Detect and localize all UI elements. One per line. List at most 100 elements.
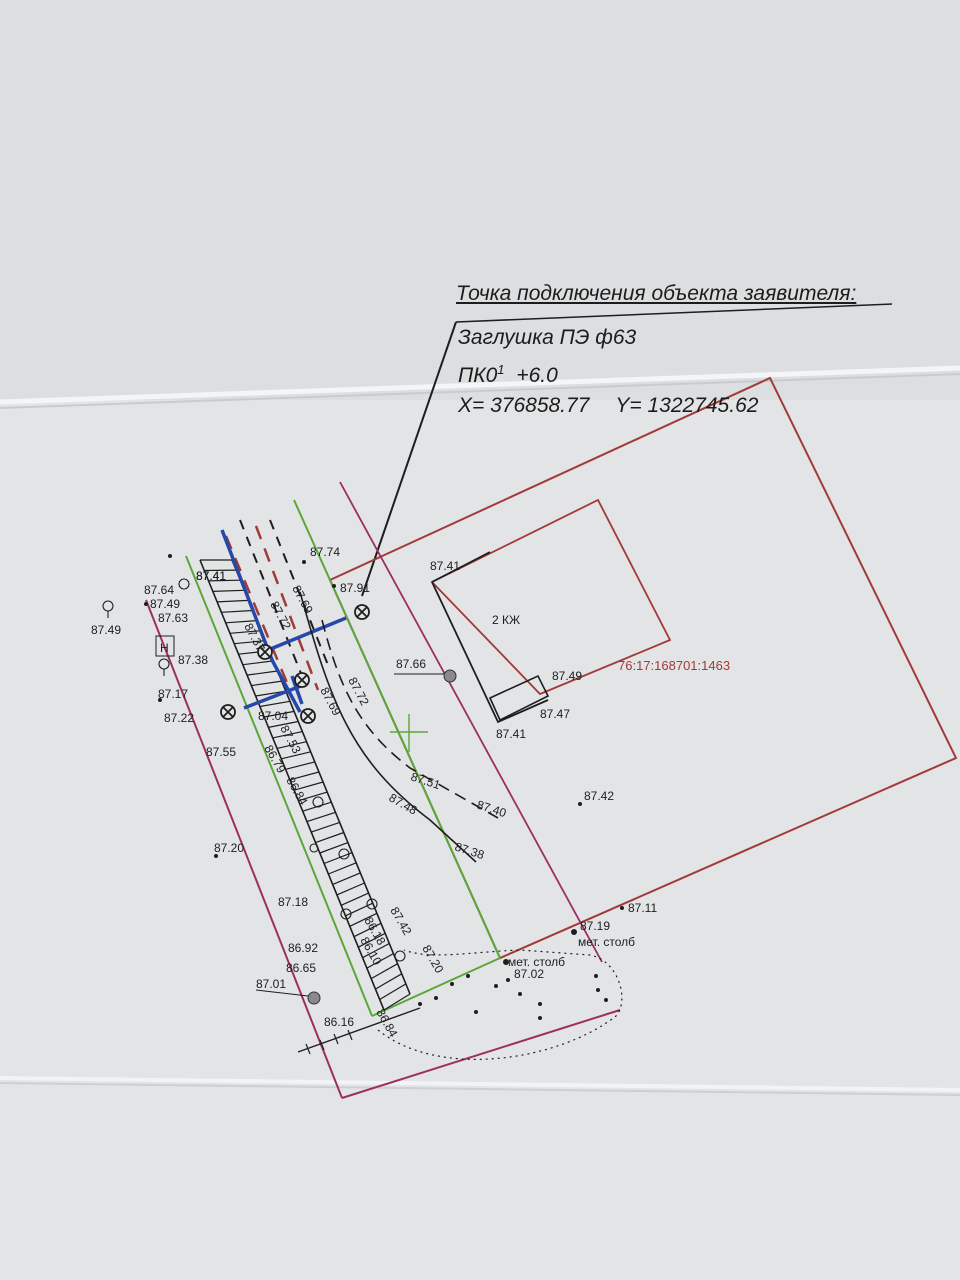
elevation-label: 87.74 [310,545,340,559]
elevation-label: 87.47 [540,707,570,721]
survey-point-dot [214,854,218,858]
paper-fold-upper-shadow [0,373,960,409]
hatch-line [264,710,295,718]
survey-point-dot [538,1016,542,1020]
hatch-line [345,902,373,917]
paper-upper-shade [0,0,960,400]
cadastral-number: 76:17:168701:1463 [618,658,730,673]
tree-icon [309,843,319,853]
utility-dashed-black-1 [239,519,303,677]
tree-icon [366,898,378,910]
elevation-label: 87.41 [196,569,226,583]
hatch-line [234,640,266,645]
picket-superscript: 1 [497,362,505,377]
building-outline [430,498,672,696]
survey-baseline [297,1007,421,1053]
paper-fold-lower-shadow [0,1082,960,1096]
hatch-line [370,963,398,980]
building-label: 2 КЖ [492,613,520,627]
tree-icon [178,578,190,590]
elevation-label: 87.11 [628,901,657,915]
drive-curve-solid [299,591,477,863]
elevation-label: 87.20 [214,841,244,855]
hatch-line [353,922,382,938]
metal-pole-icon [571,929,577,935]
title-block-underline [455,303,893,323]
valve-icon [354,604,370,620]
hatch-line [375,973,403,990]
hatch-line [251,680,282,687]
hatch-line [306,811,336,823]
hatch-line [319,842,349,854]
hatch-line [315,831,345,844]
metal-pole-note-2: мет. столб [508,955,565,969]
elevation-label: 87.22 [164,711,194,725]
elevation-label: 87.41 [196,569,226,583]
coordinate-x: X= 376858.77 [458,394,590,417]
metal-pole-icon [503,959,509,965]
green-line-south [371,957,501,1017]
valve-icon [294,672,310,688]
elevation-label: 87.66 [396,657,426,671]
survey-point-dot [144,602,148,606]
valve-icon [300,708,316,724]
tree-icon [340,908,352,920]
survey-point-dot [450,982,454,986]
elevation-label: 87.01 [256,977,286,991]
gas-pipe-branch-1 [267,616,347,652]
road-boundary-east [339,481,603,963]
survey-point-dot [302,560,306,564]
elevation-label: 86.65 [286,961,316,975]
survey-point-dot [578,802,582,806]
elevation-label: 87.18 [278,895,308,909]
hatch-line [276,741,307,749]
survey-point-dot [466,974,470,978]
survey-point-dot [518,992,522,996]
elevation-label: 87.02 [514,967,544,981]
coordinate-y: Y= 1322745.62 [615,394,759,417]
hatch-line [208,579,241,582]
pole-marker-icon [307,991,321,1005]
hatch-line [268,720,299,728]
hatch-line [323,852,353,865]
elevation-label: 87.64 [144,583,174,597]
elevation-label: 87.49 [91,623,121,637]
hatch-line [298,791,328,802]
elevation-label: 87.41 [496,727,526,741]
coordinates: X= 376858.77 Y= 1322745.62 [458,394,758,418]
hatch-line [289,771,320,781]
hatch-line [379,983,407,1001]
elevation-label: 87.19 [580,919,610,933]
h-marker-letter: Н [160,641,169,655]
tree-icons [102,578,406,962]
valve-icon [257,644,273,660]
survey-point-dot [594,974,598,978]
hatch-line [336,882,365,896]
survey-point-dot [494,984,498,988]
hatch-line [217,599,249,603]
hatch-line [281,751,311,760]
picket-station: ПК01 +6.0 [458,362,558,388]
hatch-line [259,700,291,708]
elevation-label: 87.63 [158,611,188,625]
elevation-label: 87.42 [584,789,614,803]
hatch-line [225,620,257,624]
plug-spec: Заглушка ПЭ ф63 [458,326,637,349]
survey-point-dot [158,698,162,702]
road-boundary-west [145,599,343,1099]
utility-dashed-black-2 [269,519,331,671]
elevation-label: 87.38 [178,653,208,667]
building-edge-dark [431,551,549,724]
gas-pipe-stub [290,675,304,705]
metal-pole-note-1: мет. столб [578,935,635,949]
survey-point-dots [144,554,624,1020]
h-marker-box [155,635,175,657]
hatch-line [362,942,390,959]
connection-point-heading: Точка подключения объекта заявителя: [456,282,857,305]
valve-icon [220,704,236,720]
hatch-line [349,912,378,927]
hatch-line [293,781,324,791]
hatch-line [358,932,386,948]
valve-symbols [220,604,370,724]
